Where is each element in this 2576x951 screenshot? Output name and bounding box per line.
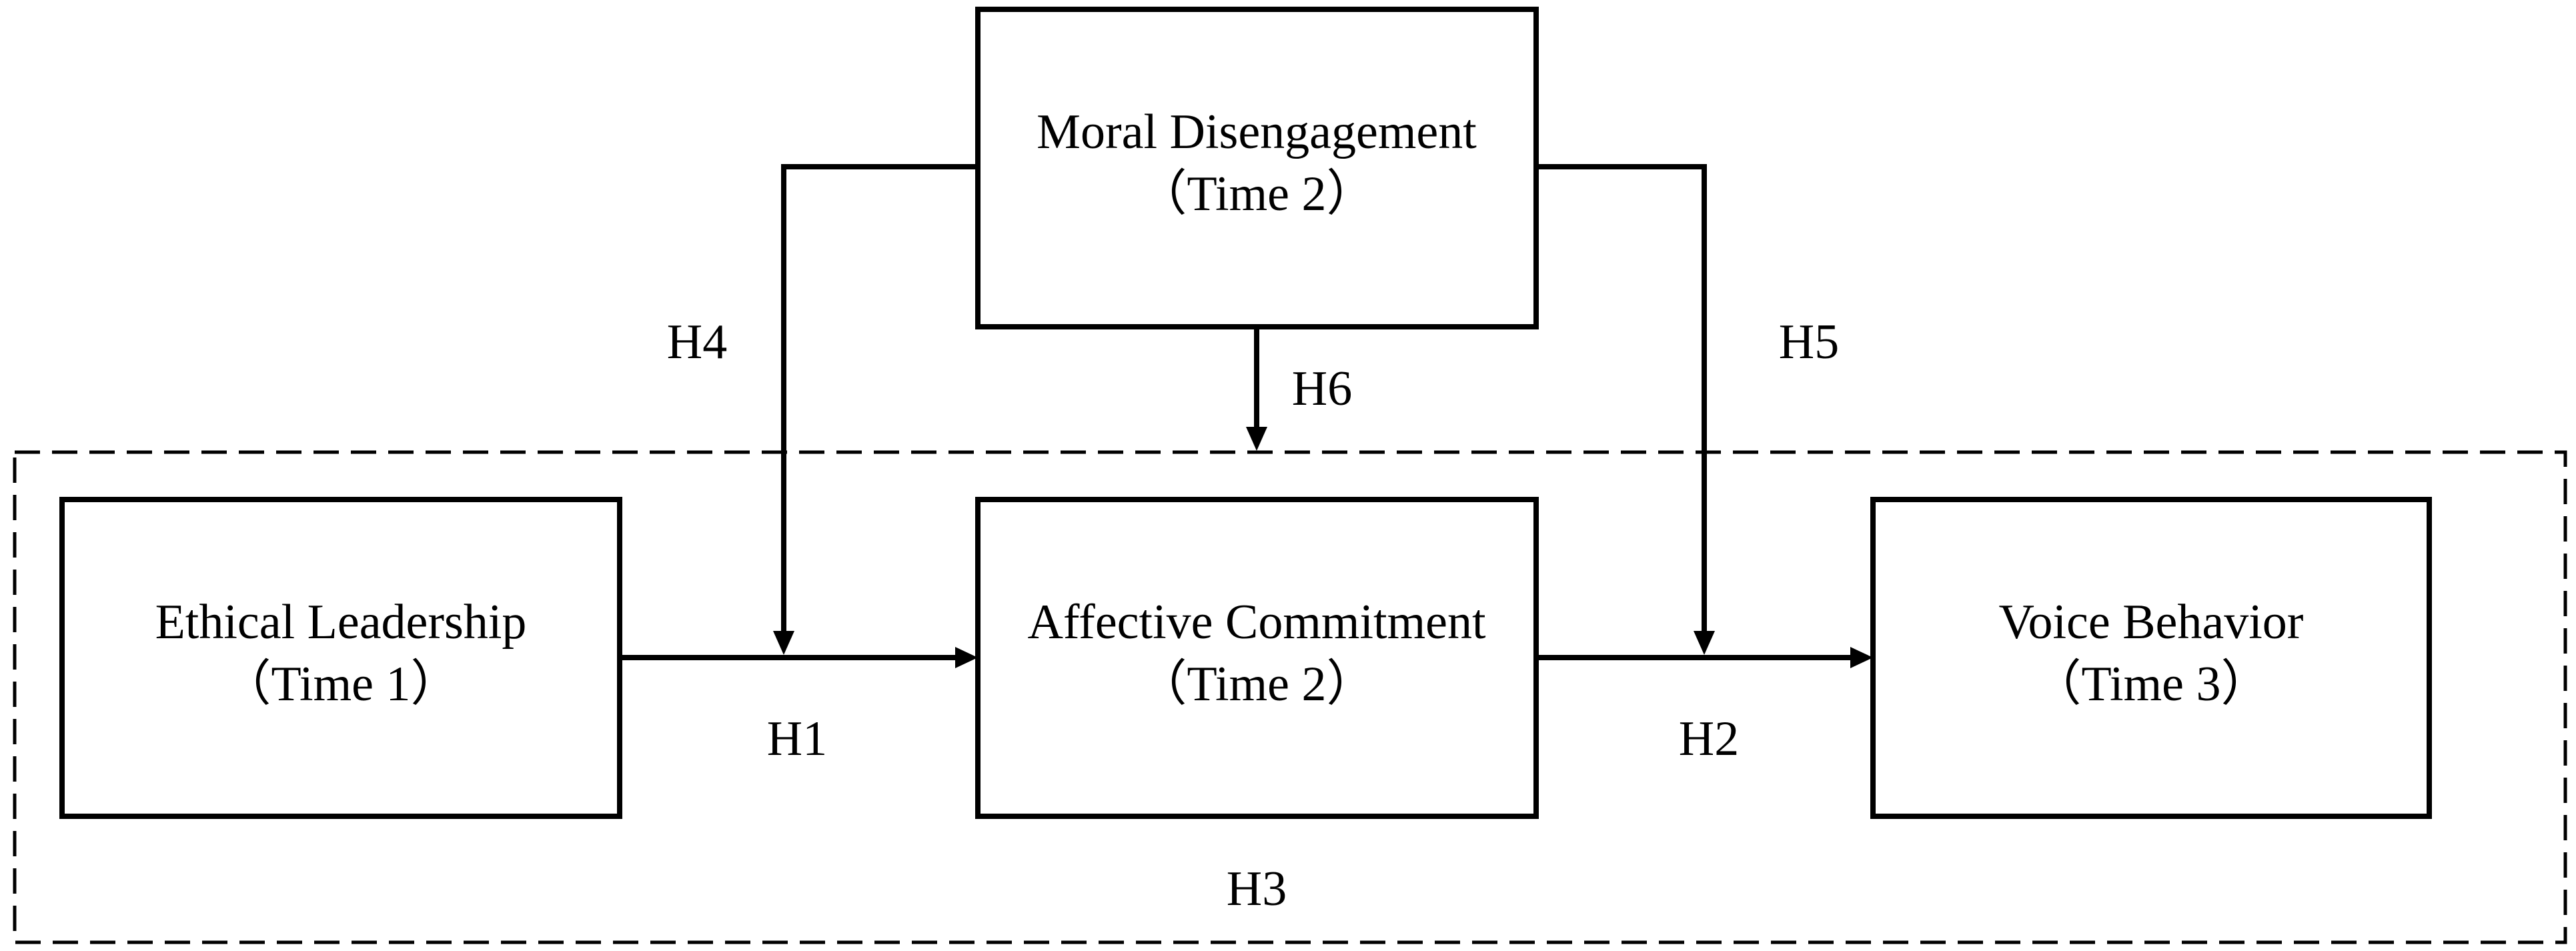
arrowhead-h1 xyxy=(955,647,978,668)
arrowhead-h5 xyxy=(1694,631,1715,655)
hypothesis-h6-label: H6 xyxy=(1292,361,1352,416)
node-voice-behavior: Voice Behavior （Time 3） xyxy=(1870,497,2432,819)
hypothesis-h2-label: H2 xyxy=(1679,712,1739,766)
label-ethical-leadership: Ethical Leadership xyxy=(155,595,527,650)
box-affective-commitment xyxy=(975,497,1539,819)
node-moral-disengagement: Moral Disengagement （Time 2） xyxy=(975,7,1539,329)
time-ethical-leadership: （Time 1） xyxy=(221,657,460,712)
box-ethical-leadership xyxy=(59,497,622,819)
mediation-frame xyxy=(13,450,2567,944)
time-moral-disengagement: （Time 2） xyxy=(1137,167,1375,221)
arrowhead-h4 xyxy=(773,631,794,655)
label-moral-disengagement: Moral Disengagement xyxy=(1037,105,1477,159)
path-h5 xyxy=(1536,164,1707,632)
time-affective-commitment: （Time 2） xyxy=(1137,657,1375,712)
hypothesis-h5-label: H5 xyxy=(1779,315,1839,369)
label-voice-behavior: Voice Behavior xyxy=(1999,595,2304,650)
paths xyxy=(620,164,1853,660)
node-ethical-leadership: Ethical Leadership （Time 1） xyxy=(59,497,622,819)
hypothesis-h4-label: H4 xyxy=(667,315,727,369)
box-voice-behavior xyxy=(1870,497,2432,819)
hypothesis-labels: H1 H2 H3 H4 H5 H6 xyxy=(667,315,1839,916)
hypothesis-h1-label: H1 xyxy=(767,712,827,766)
box-moral-disengagement xyxy=(975,7,1539,329)
node-affective-commitment: Affective Commitment （Time 2） xyxy=(975,497,1539,819)
time-voice-behavior: （Time 3） xyxy=(2032,657,2270,712)
path-h4 xyxy=(781,164,978,632)
arrowhead-h6 xyxy=(1246,427,1267,451)
hypothesis-h3-label: H3 xyxy=(1227,862,1287,916)
arrowhead-h2 xyxy=(1850,647,1873,668)
arrowheads xyxy=(773,427,1873,668)
label-affective-commitment: Affective Commitment xyxy=(1027,595,1486,650)
